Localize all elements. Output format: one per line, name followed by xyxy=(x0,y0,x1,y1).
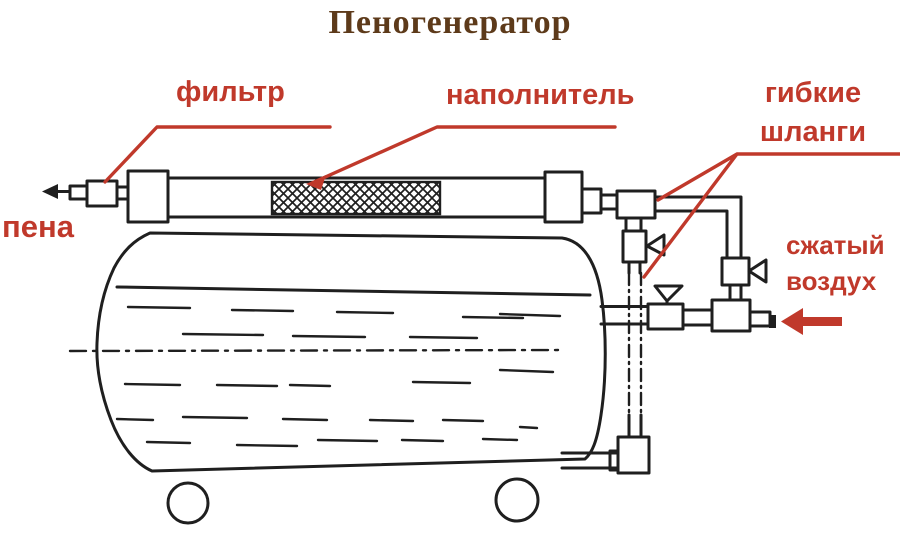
junction-block-left xyxy=(646,302,685,331)
label-hoses-line2: шланги xyxy=(759,116,867,148)
tube-left-cap xyxy=(126,169,170,224)
elbow-flange xyxy=(608,449,620,472)
water-dashes xyxy=(115,305,562,448)
union-b xyxy=(599,193,619,211)
leader-filler-arrowhead xyxy=(306,175,326,190)
union-a xyxy=(580,187,603,215)
leader-hoses xyxy=(642,152,900,279)
foam-arrow-icon xyxy=(42,184,58,199)
tube-right-cap xyxy=(543,170,584,224)
water-surface-line xyxy=(115,285,592,297)
pipe-to-tank xyxy=(599,305,650,326)
leader-filter xyxy=(103,125,332,184)
upper-valve-body xyxy=(621,229,648,264)
filler-mesh xyxy=(270,180,442,216)
upper-valve-handle xyxy=(645,233,666,257)
wheel-left xyxy=(166,481,210,525)
wheel-right xyxy=(494,477,540,523)
air-inlet-stub xyxy=(748,310,772,328)
label-compressed-air: сжатый воздух xyxy=(786,227,885,299)
check-valve-funnel xyxy=(653,284,684,303)
bottom-pipe xyxy=(560,451,620,470)
junction-block-right xyxy=(710,298,752,333)
air-inlet-end xyxy=(769,315,776,328)
right-valve-stem xyxy=(728,283,743,302)
label-foam: пена xyxy=(2,209,74,244)
tank-body xyxy=(95,231,607,473)
flexible-hose-dashed xyxy=(627,271,643,417)
tank-axis-line xyxy=(68,348,565,353)
elbow-fitting xyxy=(616,435,651,475)
leader-filler xyxy=(310,125,617,185)
label-hoses-line1: гибкие xyxy=(764,77,862,109)
air-pipe-top xyxy=(653,195,743,260)
label-filter: фильтр xyxy=(176,76,285,108)
label-air-line1: сжатый xyxy=(786,230,885,260)
right-valve-body xyxy=(720,256,751,287)
air-arrow-icon xyxy=(781,308,803,335)
air-arrow-shaft xyxy=(802,317,842,326)
right-valve-handle xyxy=(747,258,768,284)
tee-neck xyxy=(624,216,643,233)
upper-valve-stem xyxy=(627,260,642,275)
drop-pipe xyxy=(627,413,643,441)
label-flexible-hoses: гибкие шланги xyxy=(756,74,870,152)
diagram-title: Пеногенератор xyxy=(328,4,572,41)
label-filler: наполнитель xyxy=(446,79,635,111)
filter-unit xyxy=(85,179,119,208)
tee-fitting xyxy=(615,189,657,220)
foam-nozzle-stub xyxy=(68,184,89,201)
label-air-line2: воздух xyxy=(786,266,877,296)
pipe-mid xyxy=(681,308,714,327)
